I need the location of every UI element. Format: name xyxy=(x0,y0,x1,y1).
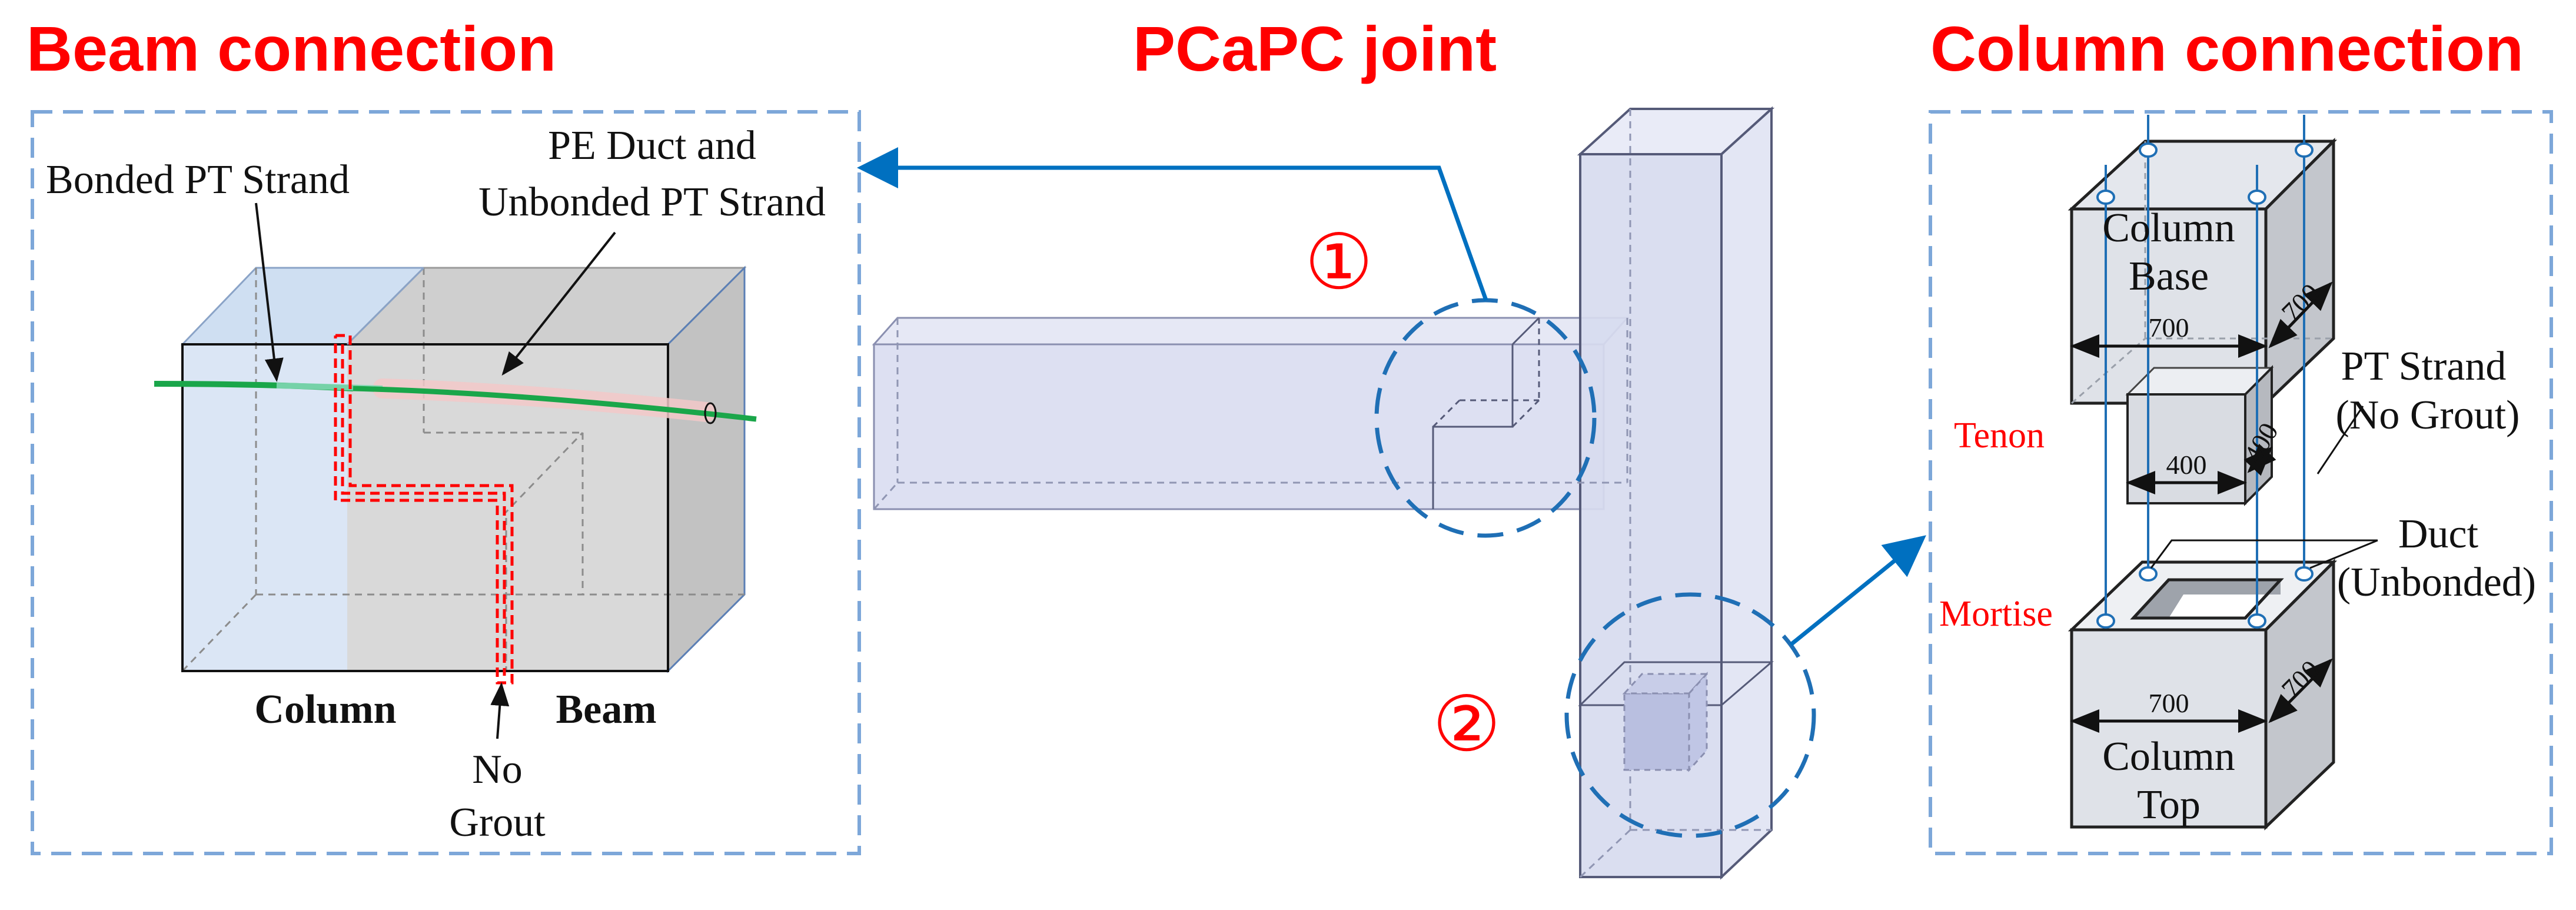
leader-duct-right xyxy=(2309,539,2378,569)
label-no-grout-line2: Grout xyxy=(449,800,546,845)
leader-bonded-strand xyxy=(255,202,284,382)
marker-2: ② xyxy=(1432,679,1501,769)
duct-holes xyxy=(2096,142,2314,629)
label-beam: Beam xyxy=(556,687,656,732)
label-duct-line1: Duct xyxy=(2398,512,2479,557)
beam-panel-border xyxy=(31,110,861,855)
label-duct-line1: PE Duct and xyxy=(548,123,756,168)
arrow-to-beam-panel xyxy=(857,147,1488,301)
column-block xyxy=(180,267,426,671)
label-tenon: Tenon xyxy=(1954,416,2045,456)
leader-duct-left xyxy=(2150,539,2378,569)
joint-drawing: ① ② xyxy=(857,106,1926,880)
dim-top-width: 700 xyxy=(2149,688,2189,718)
dim-tenon-width: 400 xyxy=(2166,450,2207,480)
no-grout-joint xyxy=(334,334,514,685)
marker-1: ① xyxy=(1305,217,1374,307)
label-duct-line2: (Unbonded) xyxy=(2337,560,2536,605)
title-column-connection: Column connection xyxy=(1930,13,2524,84)
joint-tenon xyxy=(1578,661,1774,772)
title-joint: PCaPC joint xyxy=(1133,13,1497,84)
front-outline xyxy=(181,343,669,672)
column-base-block xyxy=(2068,137,2338,407)
unbonded-strand xyxy=(353,386,757,422)
beam-block xyxy=(345,265,747,673)
beam-notch xyxy=(1432,317,1540,509)
hidden-edges xyxy=(181,268,744,672)
label-top-line1: Column xyxy=(2102,734,2235,779)
label-pt-line2: (No Grout) xyxy=(2336,393,2520,438)
detail-circle-2 xyxy=(1564,592,1816,838)
title-beam-connection: Beam connection xyxy=(26,13,556,84)
label-base-line2: Base xyxy=(2129,254,2209,299)
dim-base-width: 700 xyxy=(2149,313,2189,343)
column-panel-border xyxy=(1929,110,2553,855)
label-duct-line2: Unbonded PT Strand xyxy=(478,180,826,225)
column-connection-panel: Column Base Column Top 700 700 400 400 7… xyxy=(1929,110,2553,855)
arrow-to-column-panel xyxy=(1789,535,1926,646)
label-top-line2: Top xyxy=(2137,782,2201,828)
label-base-line1: Column xyxy=(2102,205,2235,251)
label-mortise: Mortise xyxy=(1939,594,2053,634)
label-column: Column xyxy=(254,687,396,732)
beam-connection-panel: Bonded PT Strand PE Duct and Unbonded PT… xyxy=(31,110,861,855)
label-pt-line1: PT Strand xyxy=(2341,344,2507,389)
leader-pt-strand xyxy=(2316,406,2364,474)
leader-duct xyxy=(501,231,616,376)
leader-no-grout xyxy=(490,682,510,739)
joint-hidden-edges xyxy=(873,109,1771,878)
label-no-grout-line1: No xyxy=(472,747,523,792)
label-bonded-strand: Bonded PT Strand xyxy=(46,157,350,202)
dimension-lines xyxy=(2070,281,2333,733)
joint-beam xyxy=(872,317,1630,510)
